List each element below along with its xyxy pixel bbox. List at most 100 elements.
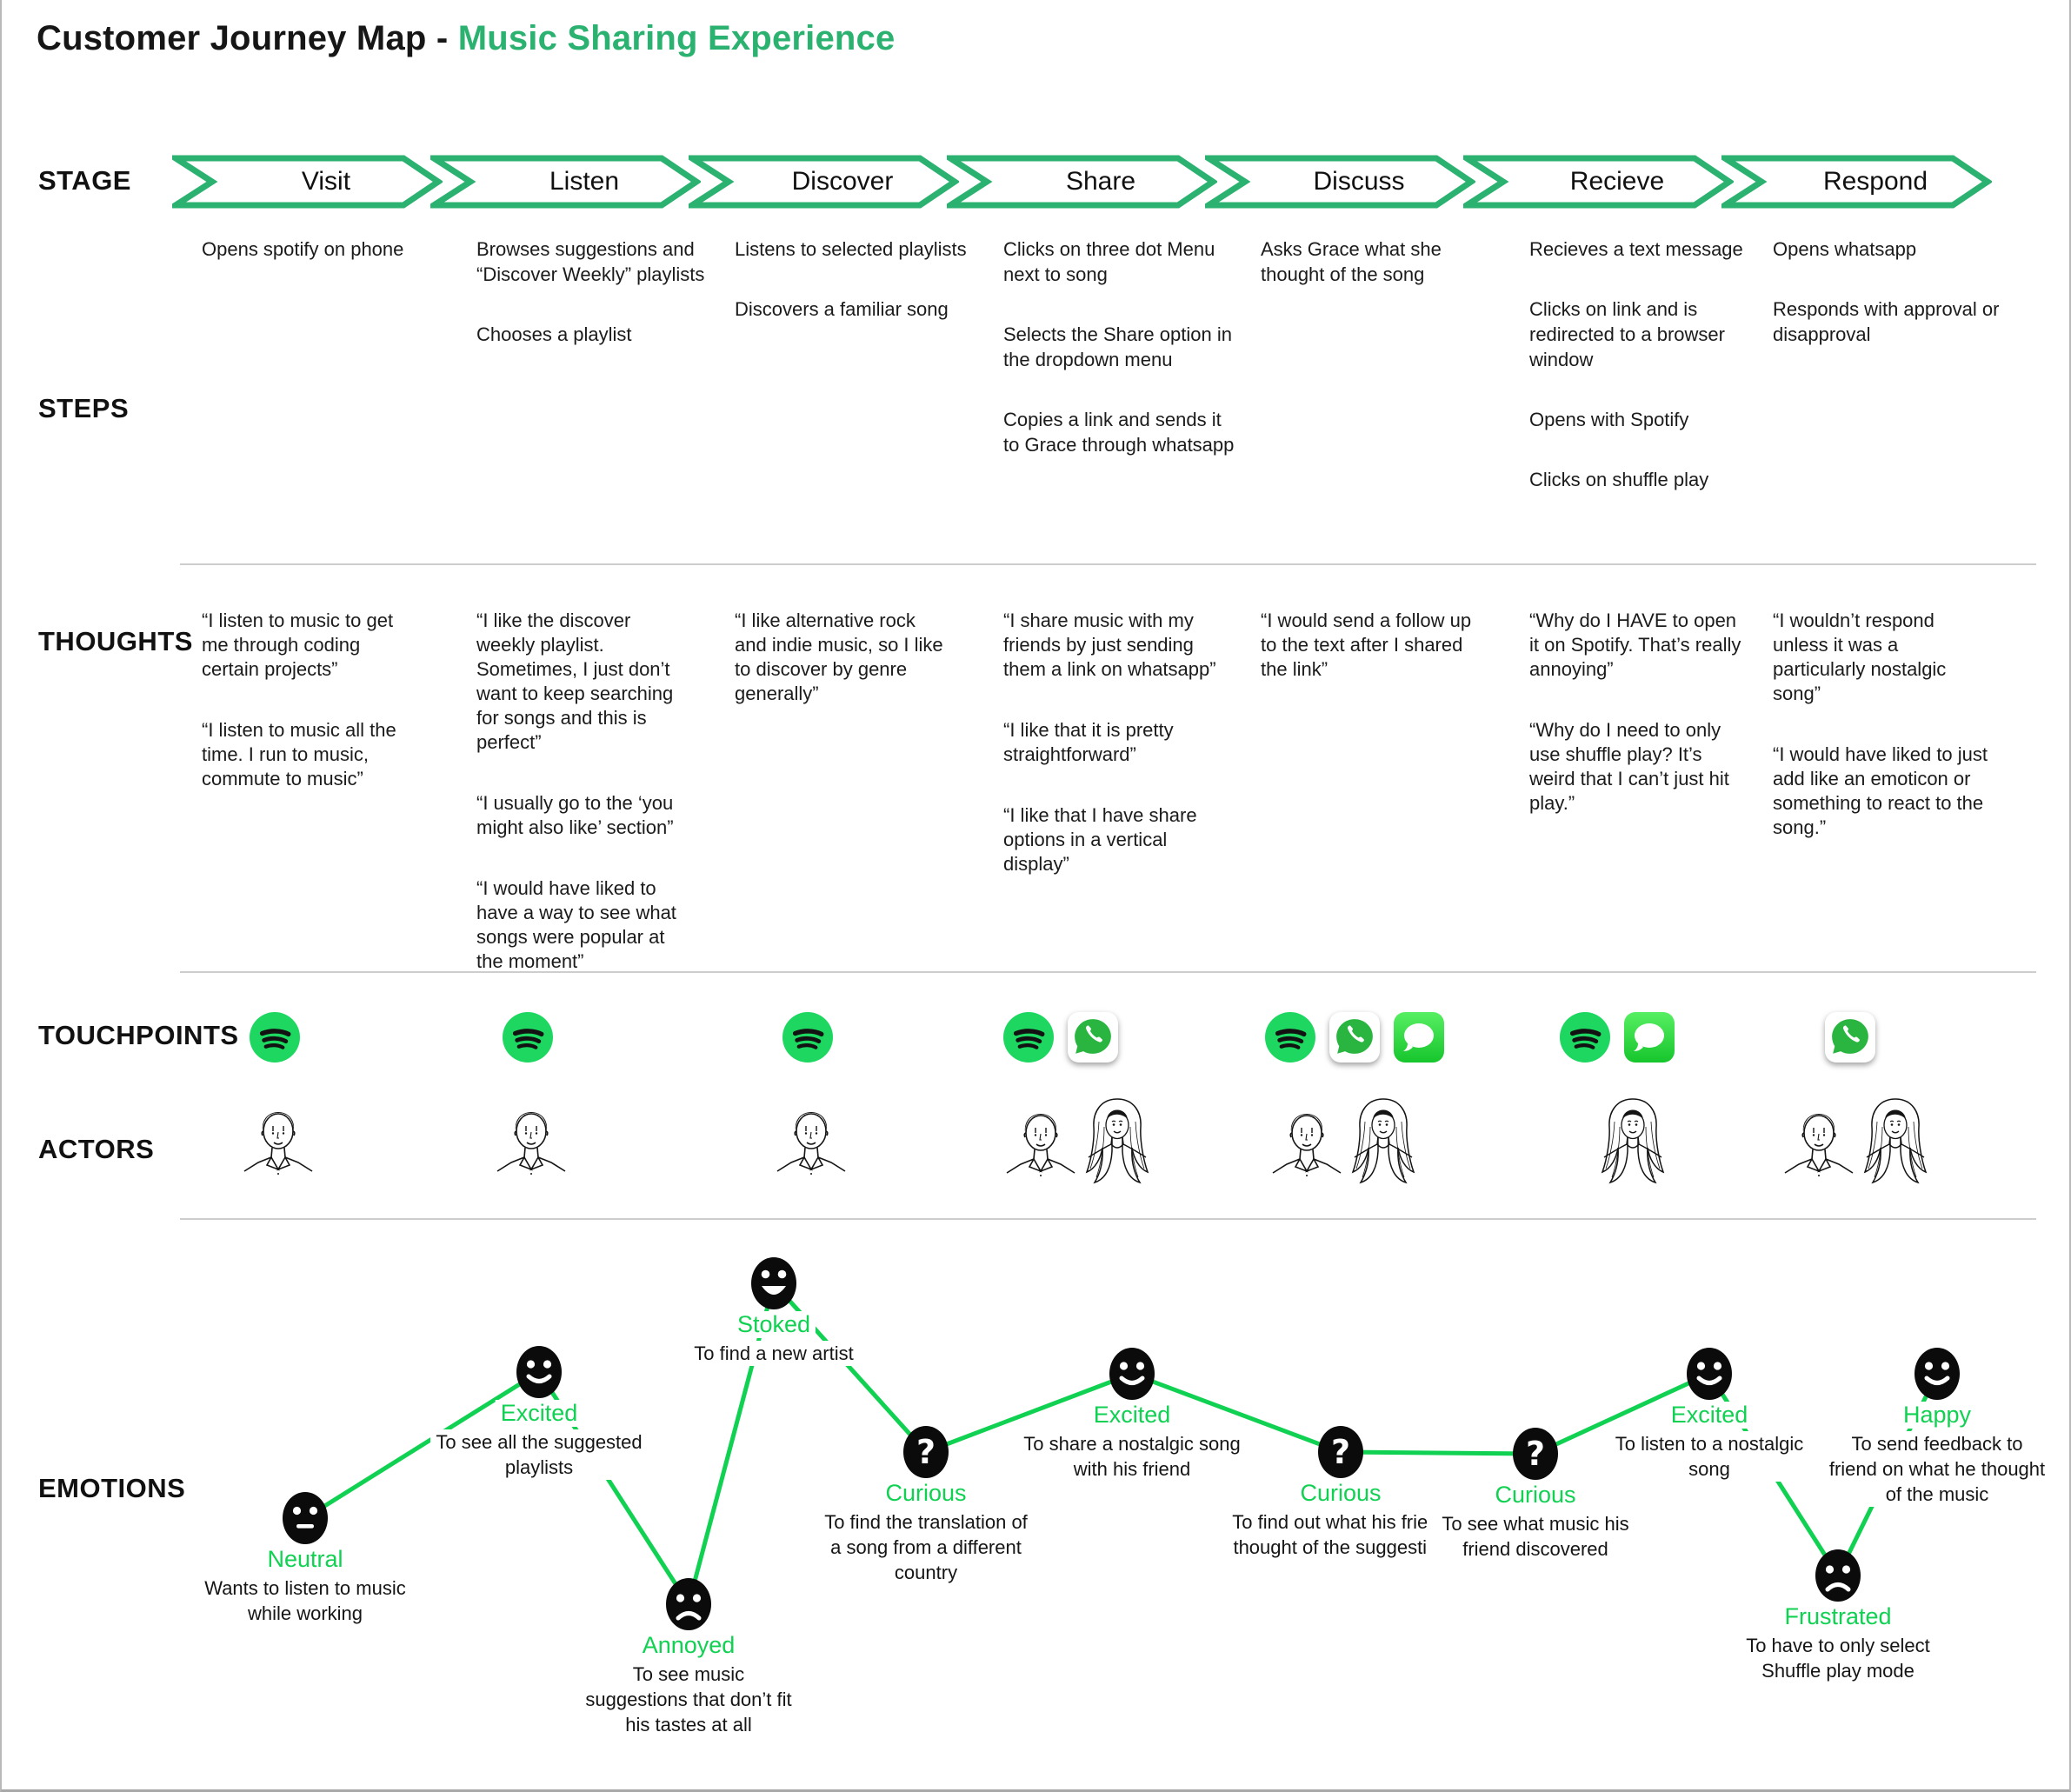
whatsapp-icon [1068,1012,1118,1063]
chevron-arrow-shape [172,155,443,209]
thought-text: “I listen to music to get me through cod… [202,610,394,680]
actors-group [241,1096,316,1186]
row-label-emotions: EMOTIONS [38,1473,186,1503]
thought-text: “Why do I HAVE to open it on Spotify. Th… [1529,610,1741,680]
emotion-label: Excited [1665,1402,1754,1429]
row-label-actors: ACTORS [38,1134,155,1164]
thought-text: “I wouldn’t respond unless it was a part… [1773,610,1947,704]
smile-face-icon [1915,1348,1960,1400]
emotion-label: Curious [1295,1480,1387,1507]
thought-text: “I like alternative rock and indie music… [735,610,943,704]
step-text: Opens whatsapp [1773,238,1917,260]
step-text: Responds with approval or disapproval [1773,298,2000,345]
question-face-icon: ? [1513,1428,1558,1480]
stage-arrow-discover: Discover [689,155,959,209]
separator-steps [180,563,2036,565]
chevron-arrow-shape [1205,155,1475,209]
thoughts-list: “I wouldn’t respond unless it was a part… [1773,609,1990,876]
chevron-arrow-shape [689,155,959,209]
sad-face-icon [1815,1549,1861,1602]
step-text: Opens spotify on phone [202,238,404,260]
smile-face-icon [516,1346,562,1398]
stage-arrow-recieve: Recieve [1463,155,1734,209]
thought-text: “I listen to music all the time. I run t… [202,719,396,789]
separator-actors [180,1218,2036,1220]
step-text: Recieves a text message [1529,238,1743,260]
neutral-face-icon [283,1492,328,1544]
step-text: Discovers a familiar song [735,298,949,320]
touchpoints-group [503,1012,553,1063]
emotion-text: To find the translation of a song from a… [817,1509,1035,1585]
spotify-icon [782,1012,833,1063]
spotify-icon [503,1012,553,1063]
sad-face-icon [666,1578,711,1630]
thought-text: “I would send a follow up to the text af… [1261,610,1472,680]
thoughts-list: “I like the discover weekly playlist. So… [476,609,694,1010]
actors-group [1269,1096,1417,1188]
step-text: Browses suggestions and “Discover Weekly… [476,238,705,285]
thoughts-list: “Why do I HAVE to open it on Spotify. Th… [1529,609,1747,852]
woman-actor-icon [1351,1098,1415,1184]
thought-text: “I would have liked to have a way to see… [476,877,676,972]
actors-group [1781,1096,1929,1188]
emotion-text: To share a nostalgic song with his frien… [1023,1431,1241,1482]
chevron-arrow-shape [947,155,1217,209]
svg-text:?: ? [1331,1433,1350,1471]
touchpoints-group [1560,1012,1675,1063]
svg-text:?: ? [916,1433,936,1471]
spotify-icon [1560,1012,1610,1063]
step-text: Clicks on three dot Menu next to song [1003,238,1215,285]
emotion-label: Annoyed [636,1632,741,1659]
actors-group [1003,1096,1151,1188]
thought-text: “Why do I need to only use shuffle play?… [1529,719,1729,814]
emotion-text: To send feedback to friend on what he th… [1828,1431,2046,1507]
emotion-text: To have to only select Shuffle play mode [1729,1633,1947,1683]
emotion-label: Excited [495,1400,583,1427]
step-text: Listens to selected playlists [735,238,967,260]
smile-face-icon [1109,1348,1155,1400]
stage-arrow-share: Share [947,155,1217,209]
emotion-text: Wants to listen to music while working [196,1575,414,1626]
page-title-highlight: Music Sharing Experience [457,19,896,57]
whatsapp-icon [1825,1012,1875,1063]
thought-text: “I share music with my friends by just s… [1003,610,1216,680]
whatsapp-icon [1329,1012,1380,1063]
emotion-label: Frustrated [1779,1603,1897,1630]
step-text: Opens with Spotify [1529,409,1689,430]
man-actor-icon [243,1112,313,1175]
emotion-text: To see all the suggested playlists [430,1429,648,1480]
stage-arrow-discuss: Discuss [1205,155,1475,209]
smile-face-icon [1687,1348,1732,1400]
thought-text: “I like that I have share options in a v… [1003,804,1197,875]
row-label-thoughts: THOUGHTS [38,626,193,656]
step-text: Asks Grace what she thought of the song [1261,238,1442,285]
emotion-label: Happy [1897,1402,1977,1429]
man-actor-icon [1272,1114,1342,1176]
step-text: Clicks on shuffle play [1529,469,1709,490]
actors-group [774,1096,849,1186]
chevron-arrow-shape [430,155,701,209]
steps-list: Browses suggestions and “Discover Weekly… [476,236,713,382]
emotion-text: To see music suggestions that don’t fit … [580,1662,797,1737]
page-title-prefix: Customer Journey Map - [37,19,458,57]
touchpoints-group [782,1012,833,1063]
actors-group [1599,1096,1667,1188]
stage-label: Discuss [1313,167,1405,196]
chevron-arrow-shape [1721,155,1992,209]
emotion-label: Neutral [262,1546,349,1573]
imessage-icon [1624,1012,1675,1063]
emotion-text: To listen to a nostalgic song [1601,1431,1818,1482]
man-actor-icon [776,1112,846,1175]
thoughts-list: “I would send a follow up to the text af… [1261,609,1478,718]
spotify-icon [250,1012,300,1063]
steps-list: Asks Grace what she thought of the song [1261,236,1497,322]
touchpoints-group [250,1012,300,1063]
grin-face-icon [751,1257,796,1309]
thoughts-list: “I listen to music to get me through cod… [202,609,419,828]
separator-thoughts [180,971,2036,973]
stage-arrow-listen: Listen [430,155,701,209]
spotify-icon [1265,1012,1315,1063]
